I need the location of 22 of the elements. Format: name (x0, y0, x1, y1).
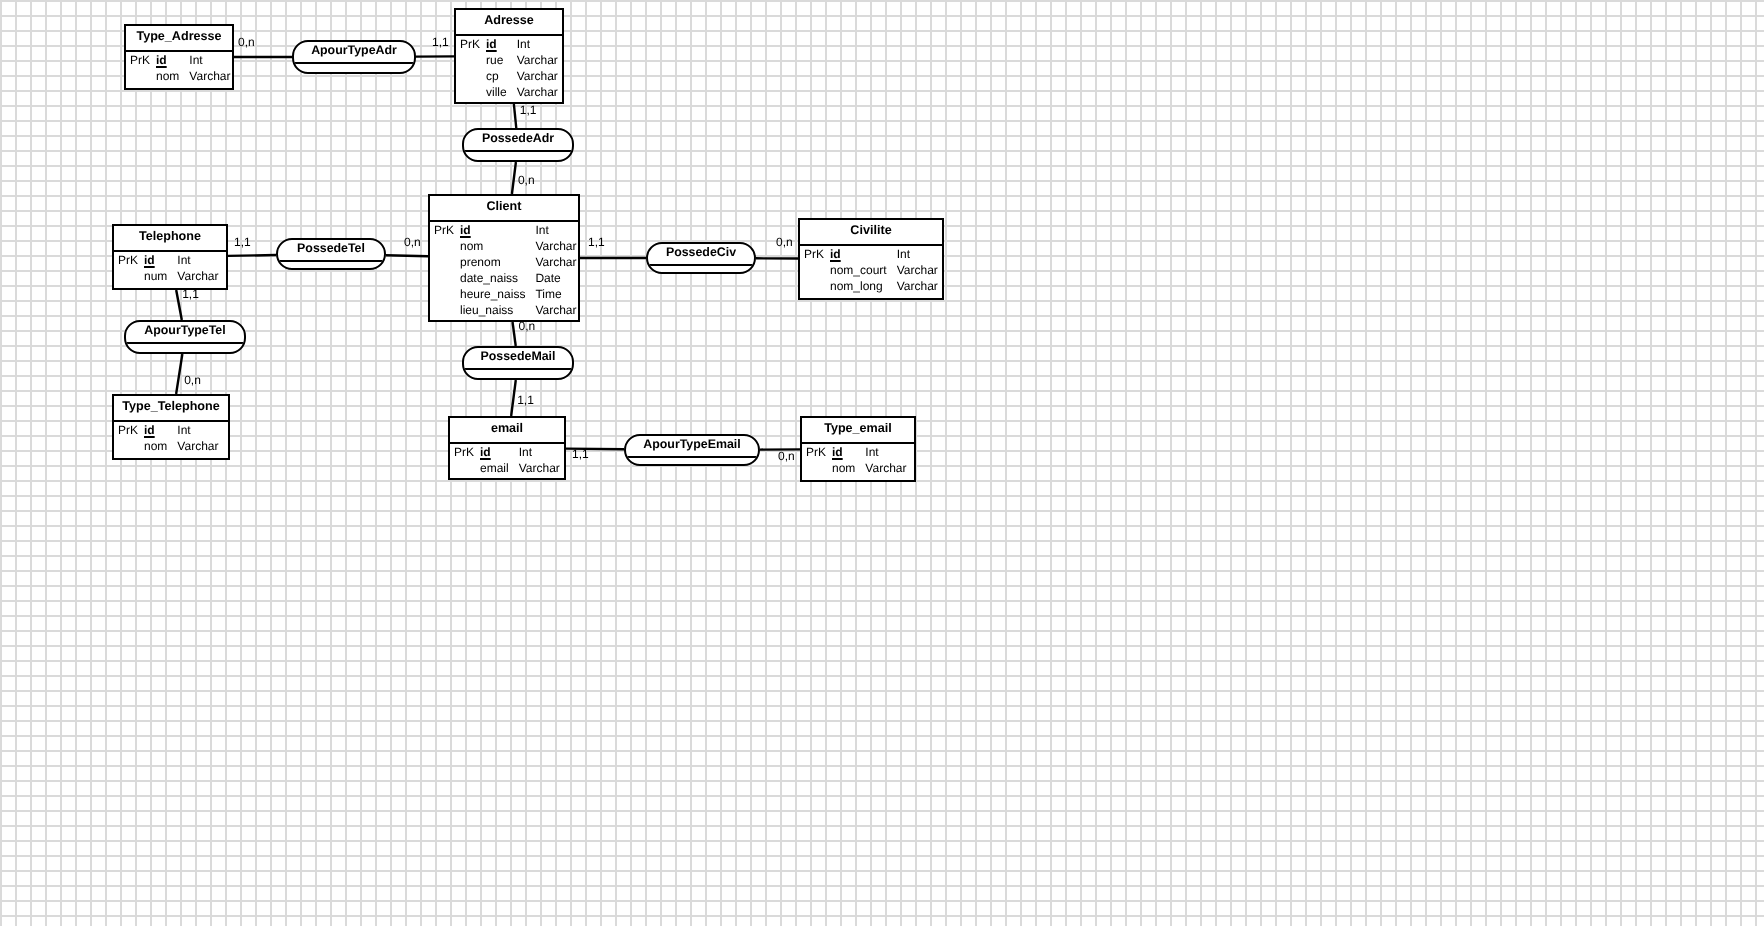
entity-box (124, 24, 234, 90)
connector-line (175, 289, 183, 321)
entity-box (448, 416, 566, 480)
entity-box (428, 194, 580, 322)
connector-line (760, 448, 800, 451)
connector-line (756, 257, 798, 260)
connector-line (580, 256, 646, 260)
entity-box (112, 224, 228, 290)
connector-line (416, 55, 454, 58)
connector-line (510, 161, 518, 195)
entity-box (798, 218, 944, 300)
entity-box (112, 394, 230, 460)
connector-line (509, 379, 517, 417)
connector-line (512, 103, 518, 129)
connector-line (385, 254, 429, 258)
entity-box (800, 416, 916, 482)
connector-line (566, 447, 624, 451)
connector-line (234, 55, 292, 59)
connector-line (174, 353, 184, 395)
entity-box (454, 8, 564, 104)
connector-line (511, 321, 517, 347)
connector-line (227, 253, 277, 258)
